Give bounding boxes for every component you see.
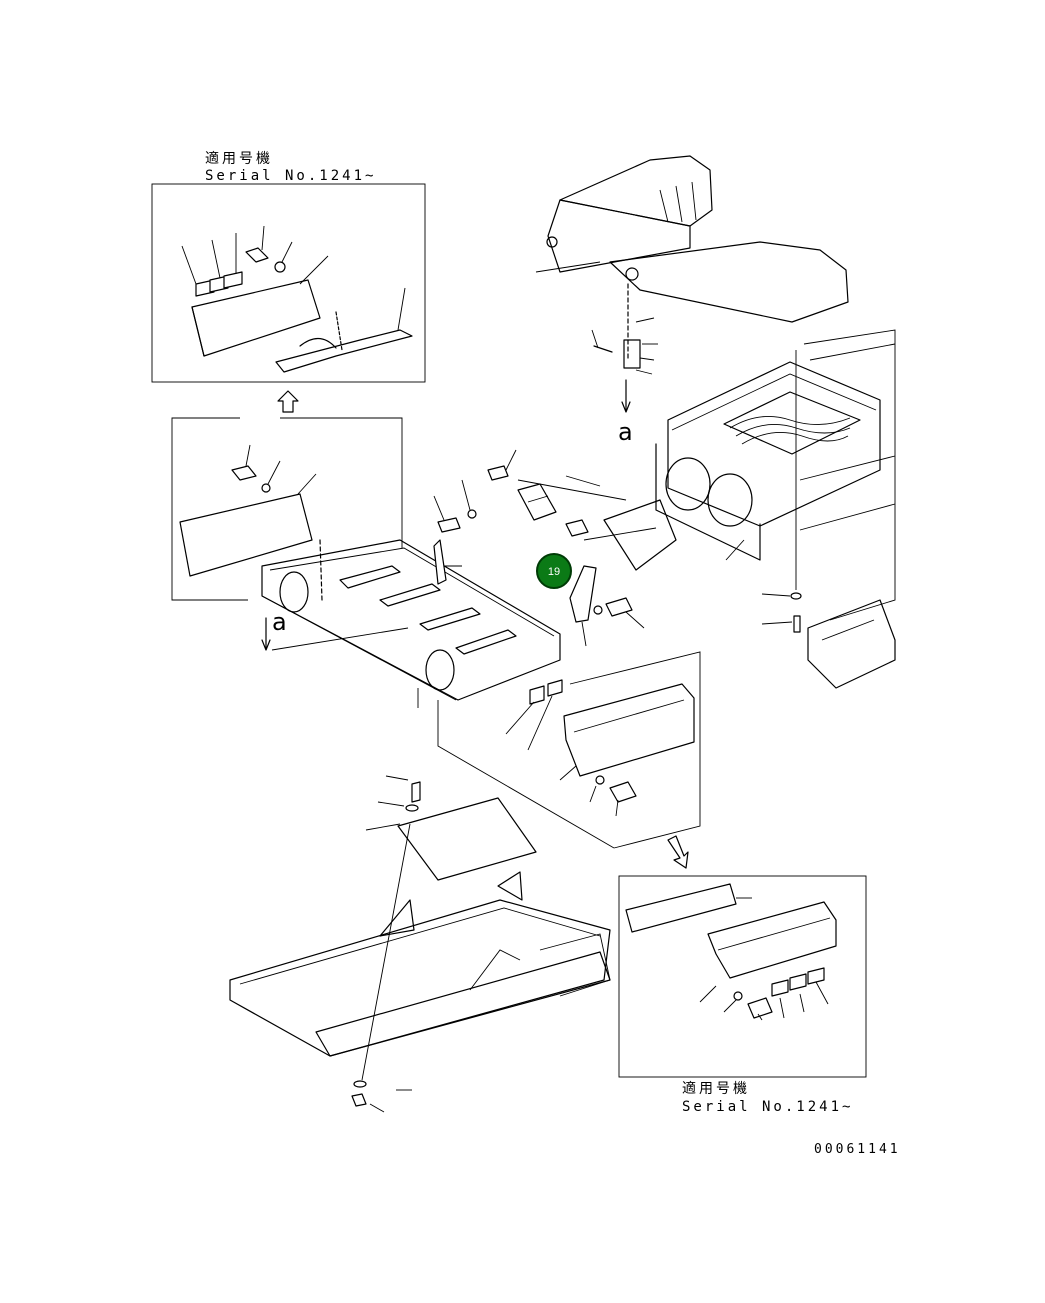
- conveyor-frame: [229, 899, 611, 1057]
- hanger-bracket: [569, 565, 597, 623]
- arrow-up-icon: [277, 390, 299, 413]
- inset-top-washer: [274, 261, 286, 273]
- inset-middle-cover: [179, 493, 313, 577]
- inset-top-title-en: Serial No.1241~: [205, 168, 376, 184]
- inset-middle-left: [171, 417, 403, 601]
- inset-middle-bolt: [231, 465, 257, 481]
- inset-bottom-bracket: [625, 883, 737, 933]
- inset-top-title-jp: 適用号機: [205, 150, 273, 167]
- bracket-bolt: [565, 519, 589, 537]
- bracket-assembly: [433, 449, 657, 647]
- inset-bottom-title-jp: 適用号機: [682, 1080, 750, 1097]
- crusher-unit: [603, 329, 896, 689]
- hood-assembly: a: [535, 155, 849, 446]
- inset-top-bolt: [245, 247, 269, 263]
- inset-middle-washer: [261, 483, 271, 493]
- inset-top-rail: [275, 329, 413, 373]
- callout-19-label[interactable]: 19: [548, 566, 560, 578]
- inset-top-frame: [151, 183, 426, 383]
- inset-middle-right: [437, 651, 701, 849]
- inset-top-left: 適用号機 Serial No.1241~: [151, 150, 426, 383]
- bracket-plate: [517, 483, 557, 521]
- side-cover: [563, 683, 695, 777]
- inset-bottom-right: 適用号機 Serial No.1241~: [618, 875, 867, 1115]
- view-marker-upper: a: [618, 418, 633, 446]
- callout-19[interactable]: 19: [536, 553, 572, 589]
- view-marker-lower: a: [272, 608, 287, 636]
- crusher-body: [667, 361, 881, 527]
- lower-chute: [807, 599, 896, 689]
- inset-bottom-frame: [618, 875, 867, 1078]
- discharge-chute: [603, 499, 677, 571]
- inset-top-shim-3: [223, 271, 243, 289]
- inset-bottom-title-en: Serial No.1241~: [682, 1099, 853, 1115]
- conveyor-assembly: [229, 775, 611, 1113]
- arrow-down-icon: [667, 835, 689, 869]
- hood-duct: [609, 241, 849, 323]
- crusher-port-left: [665, 457, 711, 511]
- drawing-code: 00061141: [814, 1142, 901, 1157]
- callout-19-circle[interactable]: [536, 553, 572, 589]
- crusher-port-right: [707, 473, 753, 527]
- inset-bottom-cover: [707, 901, 837, 979]
- conveyor-top-cover: [397, 797, 537, 881]
- feeder-frame: a: [261, 539, 563, 751]
